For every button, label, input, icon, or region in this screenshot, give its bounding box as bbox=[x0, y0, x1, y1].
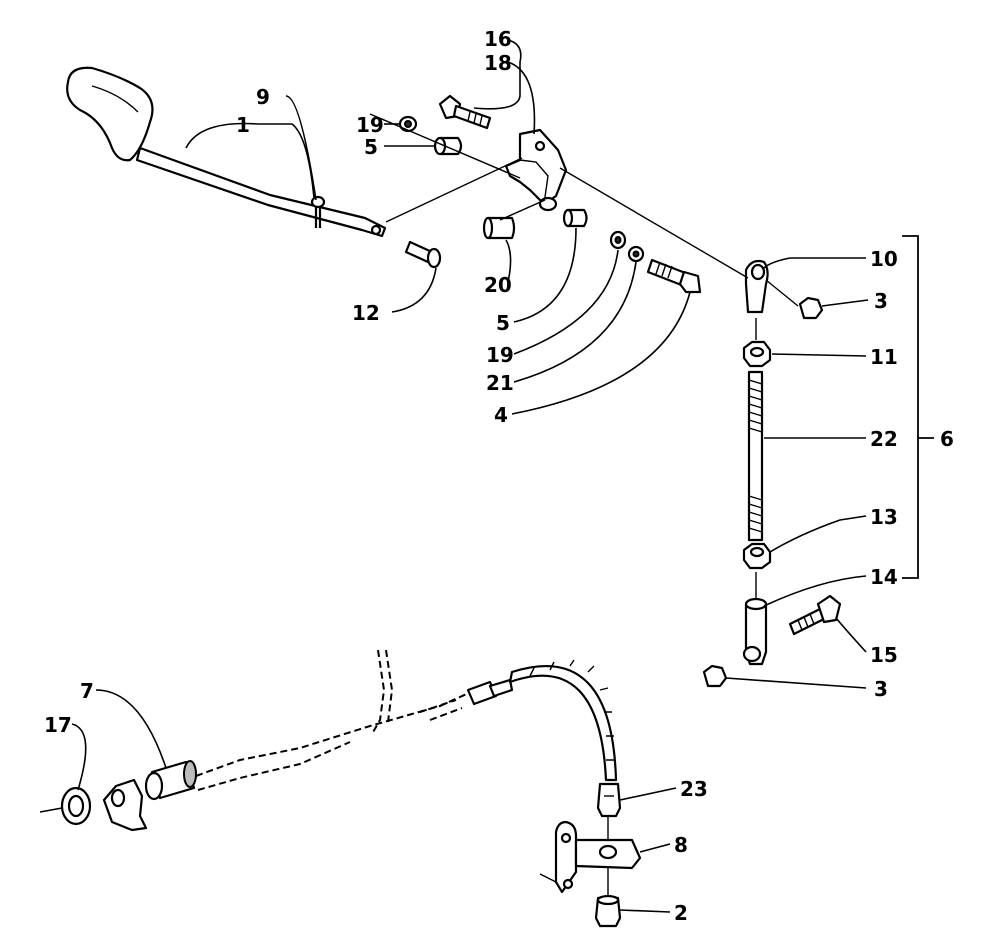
callout-20: 20 bbox=[484, 273, 512, 297]
callout-5-lower: 5 bbox=[496, 311, 510, 335]
clevis-pin bbox=[404, 240, 442, 269]
callout-17: 17 bbox=[44, 713, 72, 737]
callout-23: 23 bbox=[680, 777, 708, 801]
bushing-lower bbox=[562, 208, 588, 228]
callout-13: 13 bbox=[870, 505, 898, 529]
callout-11: 11 bbox=[870, 345, 898, 369]
flange-nut bbox=[60, 786, 92, 826]
callout-3-lower: 3 bbox=[874, 677, 888, 701]
callout-14: 14 bbox=[870, 565, 898, 589]
callout-12: 12 bbox=[352, 301, 380, 325]
callout-18: 18 bbox=[484, 51, 512, 75]
callout-6: 6 bbox=[940, 427, 954, 451]
cable-connector bbox=[466, 678, 514, 706]
callout-22: 22 bbox=[870, 427, 898, 451]
callout-3-upper: 3 bbox=[874, 289, 888, 313]
callout-4: 4 bbox=[494, 403, 508, 427]
cotter-pin bbox=[310, 195, 326, 228]
washer-upper-hole bbox=[404, 120, 412, 128]
bracket-nut bbox=[594, 894, 622, 928]
callout-2: 2 bbox=[674, 901, 688, 925]
threaded-rod bbox=[747, 370, 764, 542]
cable-end-fitting bbox=[596, 782, 622, 818]
callout-9: 9 bbox=[256, 85, 270, 109]
pivot-bolt bbox=[438, 94, 492, 130]
control-cable bbox=[508, 659, 618, 782]
callout-21: 21 bbox=[486, 371, 514, 395]
nut-upper bbox=[798, 296, 824, 320]
subassembly-bracket bbox=[902, 235, 934, 579]
callout-15: 15 bbox=[870, 643, 898, 667]
bracket-bolt bbox=[646, 258, 702, 294]
shift-lever bbox=[66, 66, 387, 238]
cable-bracket bbox=[539, 820, 642, 894]
jam-nut-lower bbox=[742, 542, 772, 570]
mounting-plate-hole bbox=[110, 788, 126, 808]
callout-8: 8 bbox=[674, 833, 688, 857]
leader-lines bbox=[71, 39, 869, 913]
dowel-pin bbox=[482, 216, 516, 240]
mounting-plate bbox=[102, 778, 148, 832]
rod-end-lower bbox=[742, 597, 768, 666]
callout-5-upper: 5 bbox=[364, 135, 378, 159]
jam-nut-upper bbox=[742, 340, 772, 368]
callout-16: 16 bbox=[484, 27, 512, 51]
lock-washer bbox=[627, 245, 645, 263]
nut-lower bbox=[702, 664, 728, 688]
switch-body bbox=[144, 760, 197, 801]
wiring-harness bbox=[195, 649, 481, 791]
washer-lower-hole bbox=[614, 236, 622, 244]
callout-7: 7 bbox=[80, 679, 94, 703]
callout-labels: 1 9 12 19 5 16 18 20 5 19 21 4 10 3 11 2… bbox=[44, 27, 954, 925]
rod-end-upper bbox=[744, 259, 769, 314]
assembly-lines bbox=[39, 113, 799, 896]
pivot-bracket bbox=[504, 128, 568, 212]
rod-end-bolt bbox=[788, 594, 842, 636]
callout-10: 10 bbox=[870, 247, 898, 271]
callout-19-upper: 19 bbox=[356, 113, 384, 137]
callout-1: 1 bbox=[236, 113, 250, 137]
callout-19-lower: 19 bbox=[486, 343, 514, 367]
